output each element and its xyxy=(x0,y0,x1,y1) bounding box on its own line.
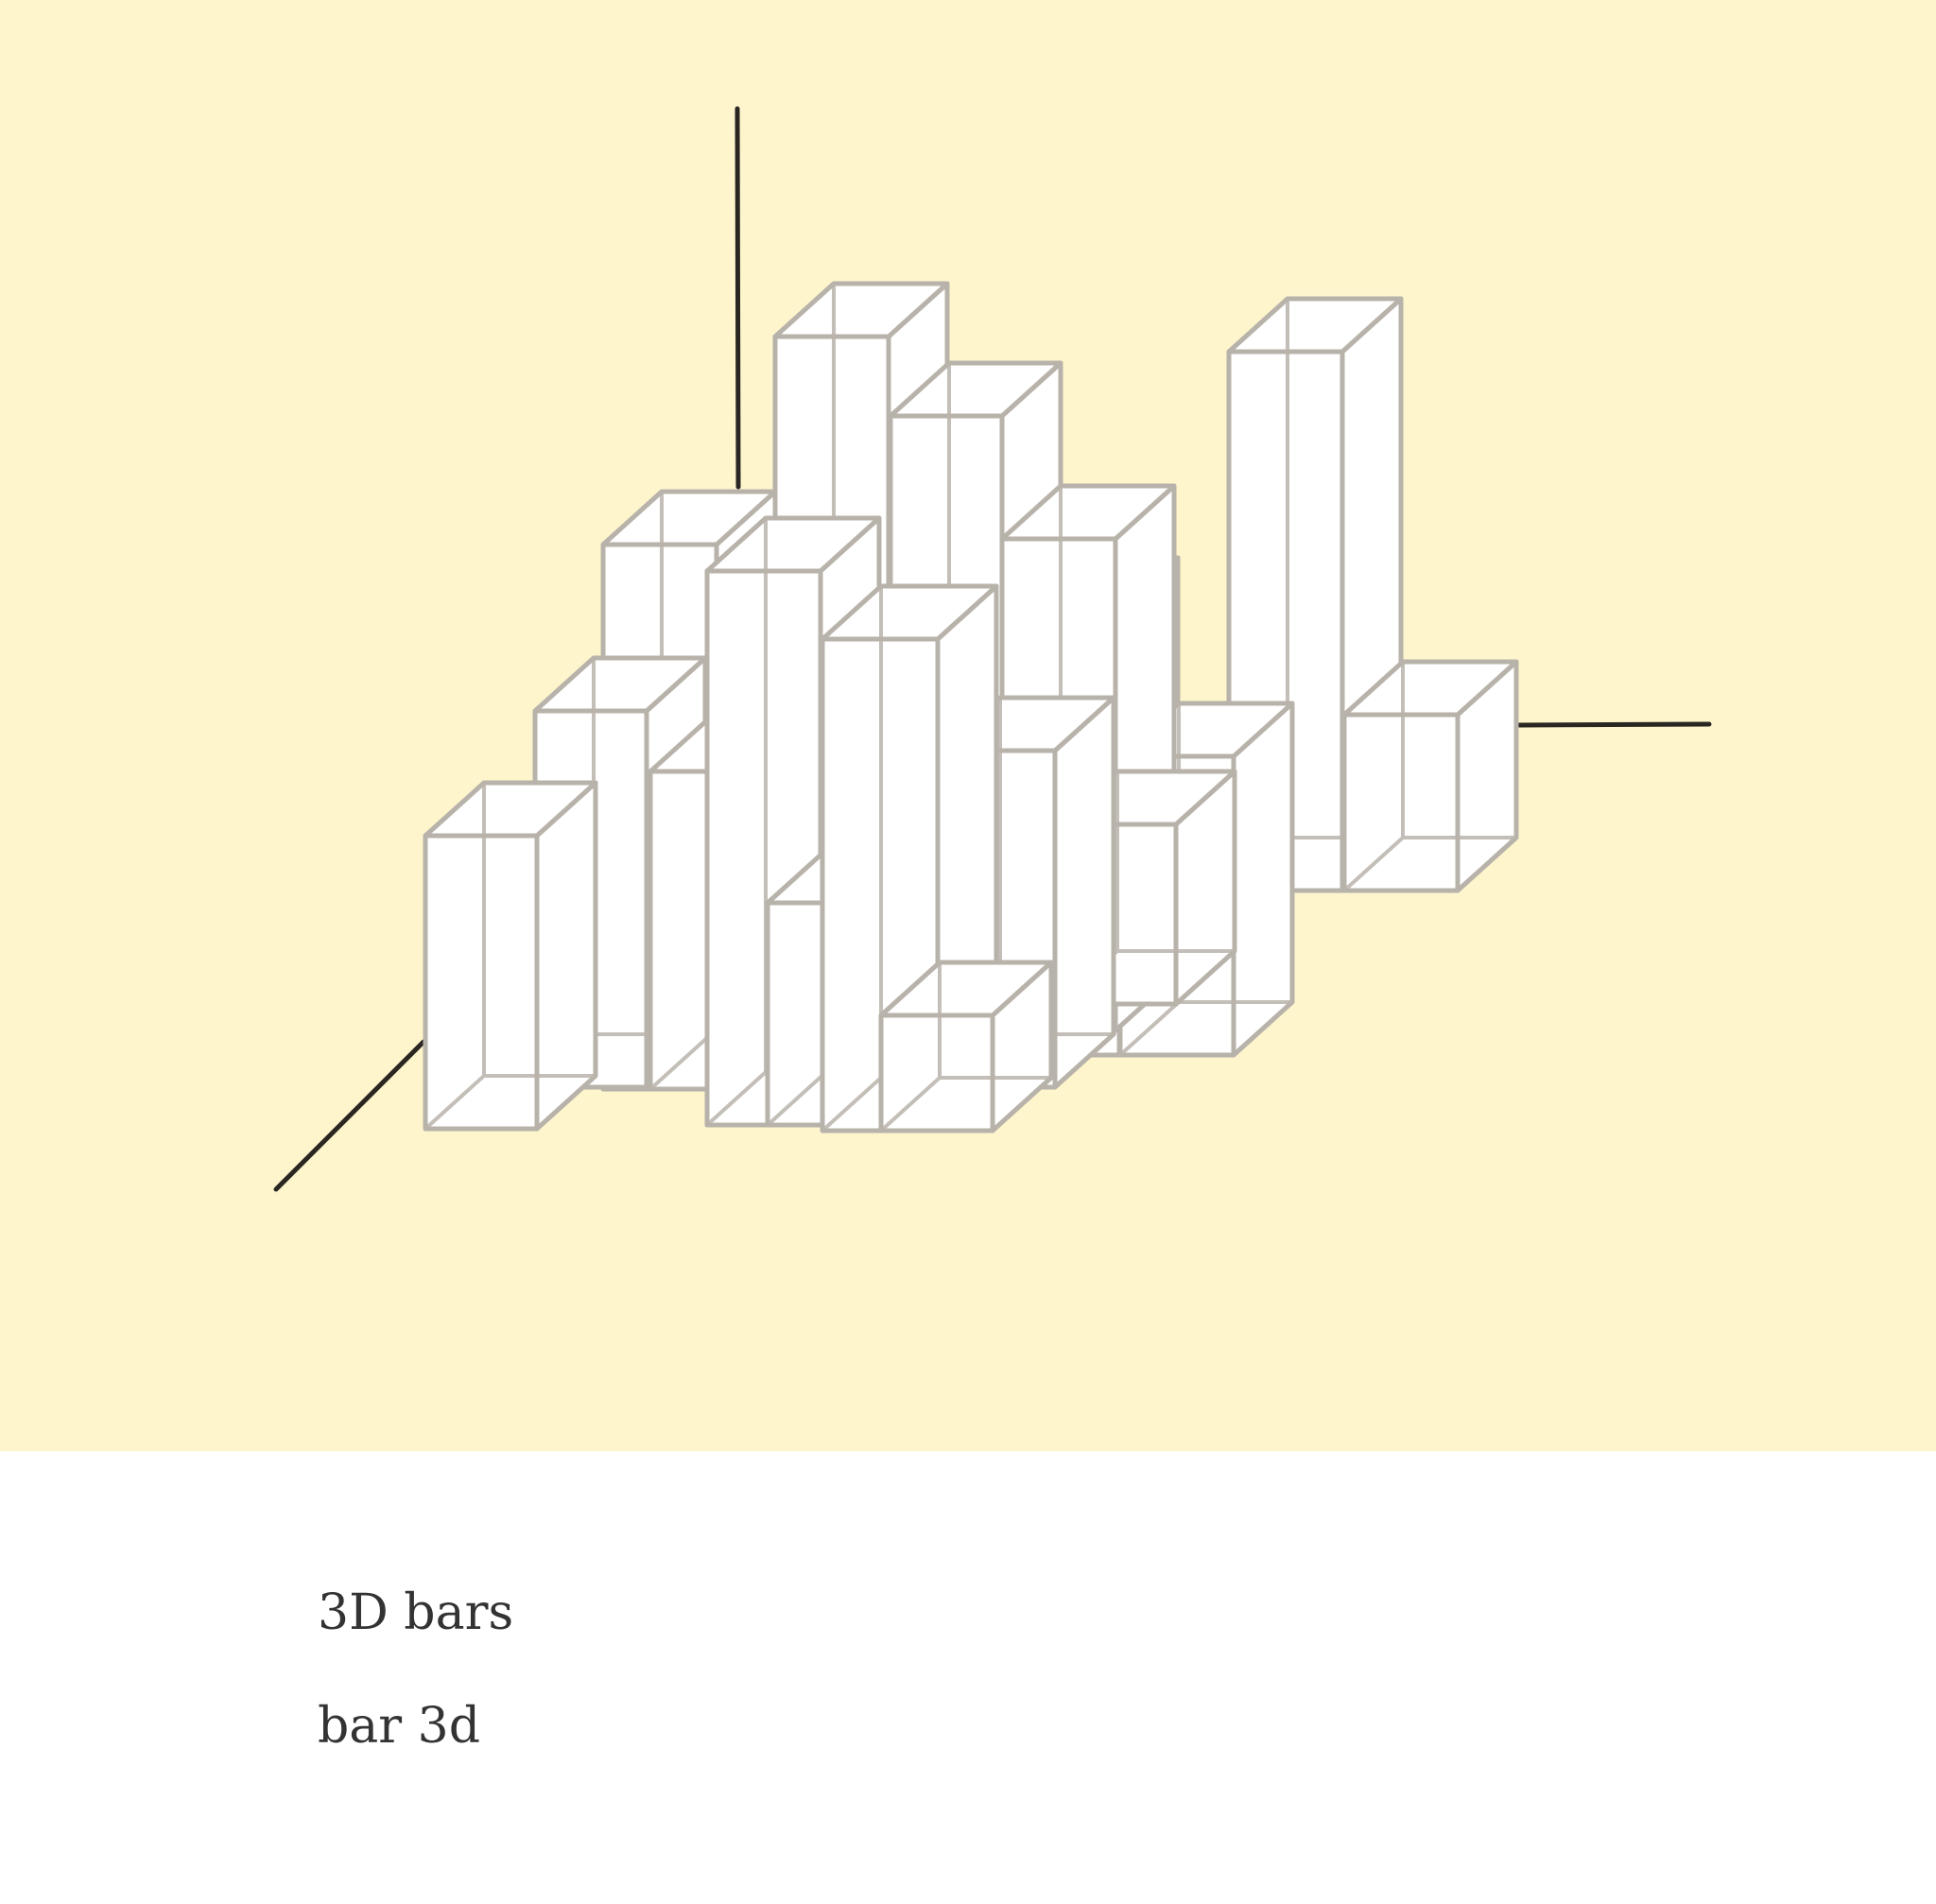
illustration-panel xyxy=(0,0,1936,1451)
caption-title: 3D bars xyxy=(318,1584,514,1641)
3d-bar-chart-sketch-icon xyxy=(273,106,1712,1192)
horizontal-axis-line xyxy=(1516,721,1712,728)
bar-3d xyxy=(423,780,598,1132)
bar-3d xyxy=(878,960,1054,1134)
caption: 3D bars bar 3d xyxy=(318,1588,513,1751)
bar-3d xyxy=(1341,659,1519,893)
caption-subtitle: bar 3d xyxy=(318,1698,481,1755)
vertical-axis-line xyxy=(735,106,741,490)
depth-axis-line xyxy=(273,1039,426,1192)
